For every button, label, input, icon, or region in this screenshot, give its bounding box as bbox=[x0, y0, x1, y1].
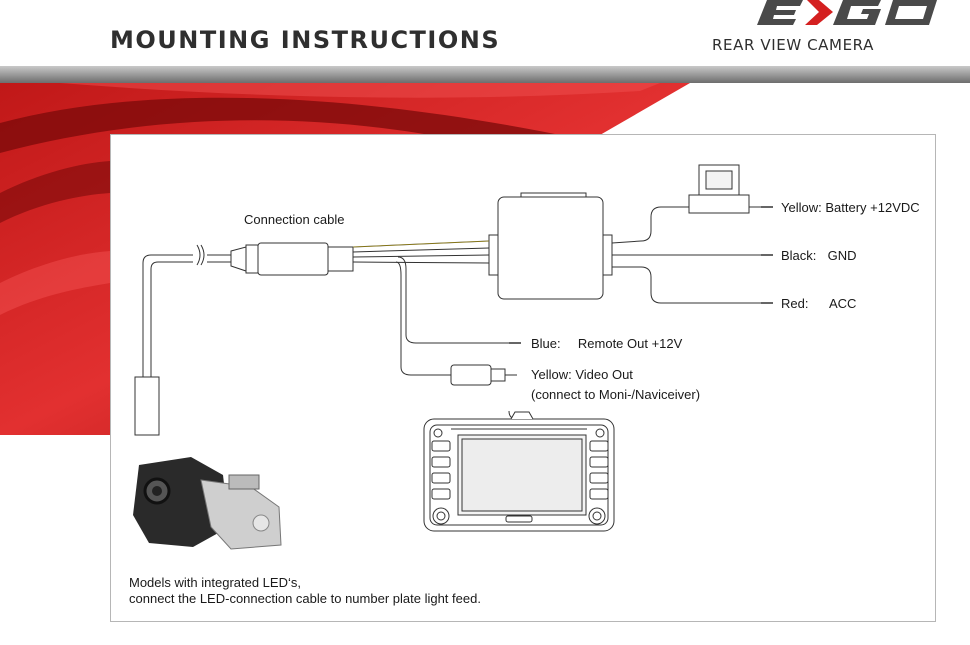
wire-function-battery: Battery +12VDC bbox=[825, 200, 920, 215]
diagram-panel: Connection cable Yellow: Battery +12VDC … bbox=[110, 134, 936, 622]
page-title: MOUNTING INSTRUCTIONS bbox=[110, 26, 501, 54]
led-note-line1: Models with integrated LED‘s, bbox=[129, 575, 301, 590]
header-bar bbox=[0, 66, 970, 83]
wire-function-remote: Remote Out +12V bbox=[577, 336, 683, 351]
wire-label-battery: Yellow: Battery +12VDC bbox=[781, 200, 920, 215]
wire-color-yellow-battery: Yellow: bbox=[781, 200, 822, 215]
brand-logo bbox=[757, 0, 937, 25]
brand-subtitle: REAR VIEW CAMERA bbox=[712, 36, 874, 54]
wire-color-blue: Blue: bbox=[531, 336, 561, 351]
wiring-diagram bbox=[133, 164, 773, 550]
wire-function-gnd: GND bbox=[827, 248, 857, 263]
connection-cable-label: Connection cable bbox=[244, 212, 345, 227]
wire-label-remote: Blue: Remote Out +12V bbox=[531, 336, 682, 351]
wire-label-video: Yellow: Video Out bbox=[531, 367, 633, 382]
camera-unit bbox=[133, 457, 282, 550]
wire-label-gnd: Black: GND bbox=[781, 248, 857, 263]
wire-function-video: Video Out bbox=[575, 367, 633, 382]
wire-color-black: Black: bbox=[781, 248, 817, 263]
wire-color-red: Red: bbox=[781, 296, 809, 311]
video-out-note: (connect to Moni-/Naviceiver) bbox=[531, 387, 701, 402]
wire-function-acc: ACC bbox=[829, 296, 857, 311]
wire-color-yellow-video: Yellow: bbox=[531, 367, 572, 382]
naviceiver-unit bbox=[423, 410, 615, 532]
led-note-line2: connect the LED-connection cable to numb… bbox=[129, 591, 481, 606]
wire-label-acc: Red: ACC bbox=[781, 296, 856, 311]
red-banner-background bbox=[0, 83, 690, 435]
